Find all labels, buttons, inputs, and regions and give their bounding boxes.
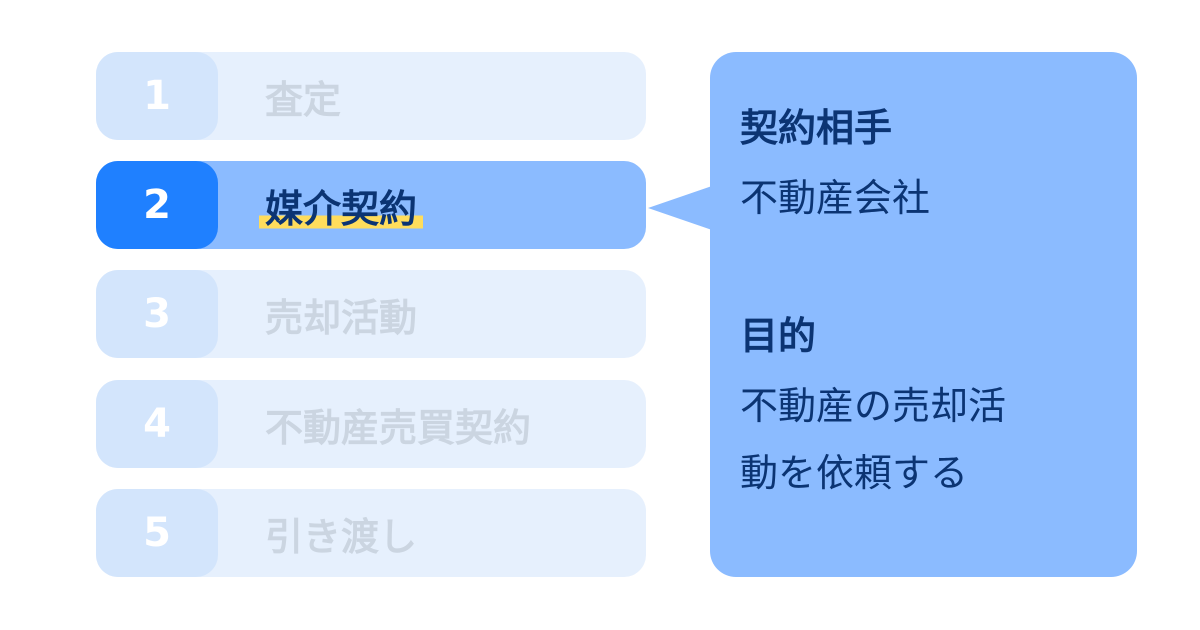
step-5: 5 引き渡し: [96, 489, 646, 577]
step-number: 5: [96, 489, 218, 577]
step-number: 4: [96, 380, 218, 468]
purpose-line-1: 不動産の売却活: [740, 384, 1007, 428]
step-label: 引き渡し: [265, 514, 418, 559]
callout-box: 契約相手 不動産会社 目的 不動産の売却活 動を依頼する: [710, 52, 1137, 577]
step-label: 不動産売買契約: [265, 405, 532, 450]
step-number: 2: [96, 161, 218, 249]
step-number: 1: [96, 52, 218, 140]
step-number: 3: [96, 270, 218, 358]
step-label: 媒介契約: [259, 177, 424, 233]
step-label: 売却活動: [265, 295, 418, 340]
callout-pointer: [648, 186, 712, 230]
step-1: 1 査定: [96, 52, 646, 140]
purpose-heading: 目的: [740, 314, 817, 358]
step-label: 査定: [265, 77, 342, 122]
step-2-active: 2 媒介契約: [96, 161, 646, 249]
step-4: 4 不動産売買契約: [96, 380, 646, 468]
party-value: 不動産会社: [740, 176, 931, 220]
purpose-line-2: 動を依頼する: [740, 451, 969, 495]
party-heading: 契約相手: [740, 106, 893, 150]
step-3: 3 売却活動: [96, 270, 646, 358]
